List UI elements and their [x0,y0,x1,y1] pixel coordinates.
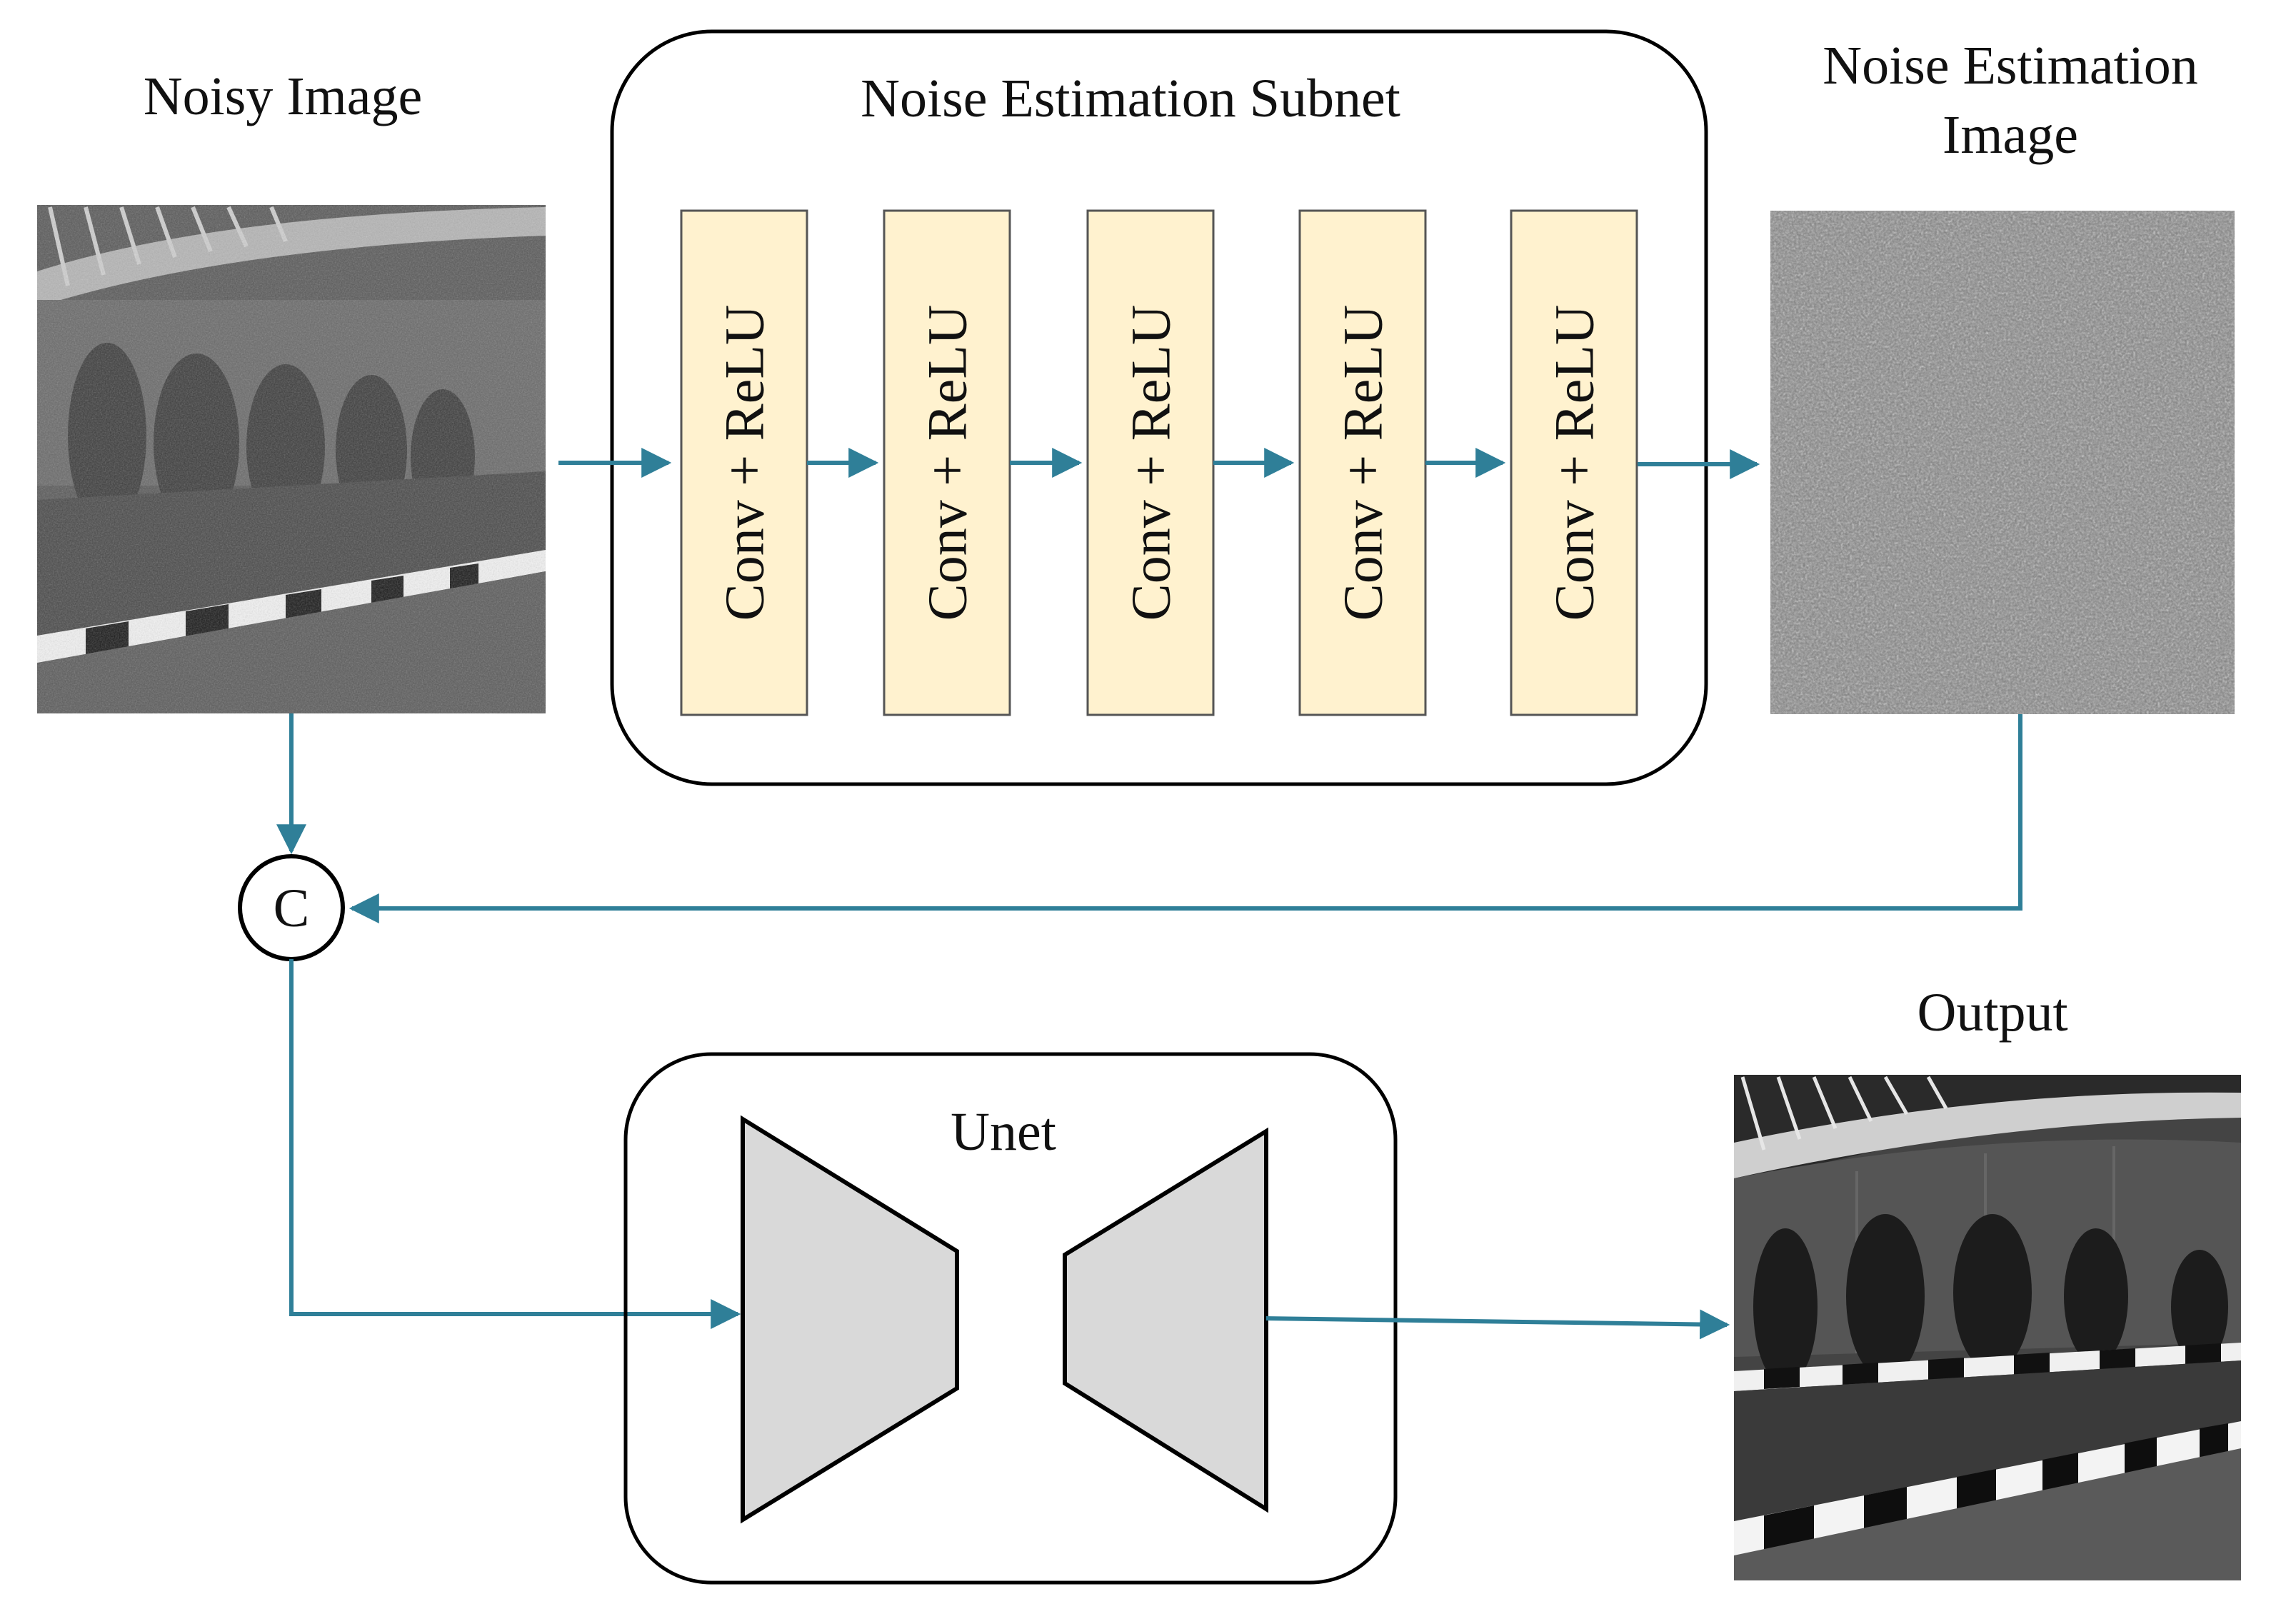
concat-symbol: C [274,878,310,938]
noise-estimation-image [1770,211,2235,714]
unet-title: Unet [951,1102,1056,1162]
conv-relu-block-rect [1298,209,1427,716]
arrow-unet-to-output [1265,1309,1730,1340]
conv-relu-block: Conv + ReLU [1086,209,1215,716]
output-label: Output [1917,983,2067,1043]
noise-estimation-label-line1: Noise Estimation [1823,36,2198,96]
noisy-image [37,205,546,713]
unet-encoder [741,1115,959,1524]
conv-relu-block-rect [1510,209,1638,716]
unet-decoder [1063,1127,1268,1513]
noisy-image-label: Noisy Image [144,66,422,126]
conv-relu-label: Conv + ReLU [1120,305,1182,621]
conv-relu-block: Conv + ReLU [883,209,1011,716]
conv-relu-block-rect [1086,209,1215,716]
conv-relu-label: Conv + ReLU [1543,305,1605,621]
arrow-concat-to-unet [289,959,741,1329]
conv-relu-label: Conv + ReLU [916,305,978,621]
subnet-title: Noise Estimation Subnet [861,69,1400,129]
conv-relu-block: Conv + ReLU [1298,209,1427,716]
conv-relu-block-rect [680,209,808,716]
conv-relu-block: Conv + ReLU [680,209,808,716]
conv-relu-block: Conv + ReLU [1510,209,1638,716]
noise-estimation-label-line2: Image [1942,105,2078,165]
conv-relu-label: Conv + ReLU [1332,305,1394,621]
subnet-blocks: Conv + ReLU Conv + ReLU Conv + ReLU Conv + … [680,209,1638,716]
subnet-box [610,29,1708,786]
conv-relu-label: Conv + ReLU [713,305,776,621]
output-image [1734,1075,2241,1580]
arrow-noise-image-to-concat [349,714,2022,923]
